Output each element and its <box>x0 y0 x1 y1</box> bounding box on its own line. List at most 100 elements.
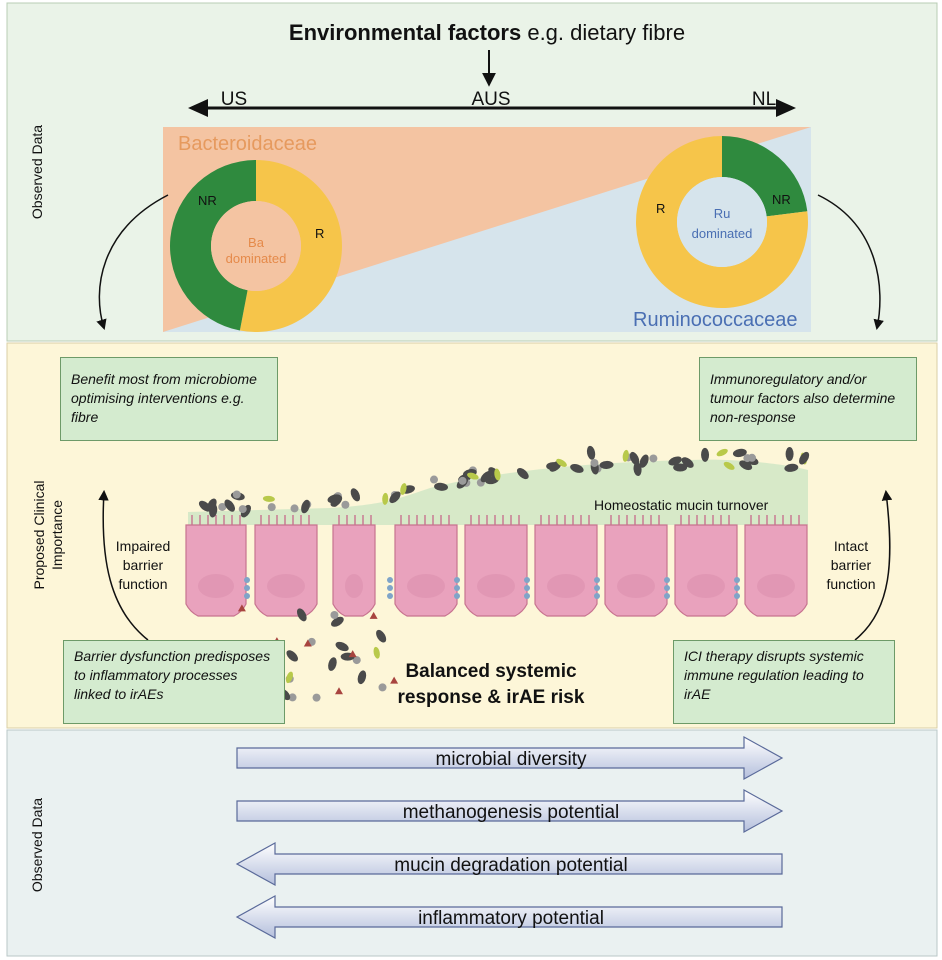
tight-junction <box>664 593 670 599</box>
tight-junction <box>244 593 250 599</box>
bacterium <box>673 463 688 472</box>
inflammatory-signal <box>303 639 312 647</box>
tight-junction <box>454 585 460 591</box>
bacterium <box>747 453 756 462</box>
balanced-response-line1: Balanced systemic <box>405 661 577 682</box>
tight-junction <box>387 593 393 599</box>
bacterium <box>633 462 642 477</box>
bacterium <box>296 608 307 622</box>
bacterium <box>218 502 227 511</box>
trend-arrow-4: inflammatory potential <box>235 894 783 940</box>
inflammatory-signal <box>390 676 399 684</box>
bacterium <box>373 646 380 659</box>
bacterium <box>480 470 493 483</box>
epithelial-cell <box>254 515 318 617</box>
bacterium <box>668 456 682 466</box>
donut-segment-r <box>239 160 342 332</box>
tight-junction <box>594 593 600 599</box>
bacteroidaceae-label: Bacteroidaceae <box>178 133 317 155</box>
tight-junction <box>454 593 460 599</box>
environmental-factors-title: Environmental factors e.g. dietary fibre <box>289 20 685 45</box>
left-donut-center-line1: Ba <box>248 235 265 250</box>
inflammatory-signal <box>348 650 357 658</box>
intact-barrier-line3: function <box>826 576 876 592</box>
box-bottom-right: ICI therapy disrupts systemic immune reg… <box>673 640 895 724</box>
tight-junction <box>454 577 460 583</box>
left-curved-arrow <box>96 194 169 331</box>
right-donut-center-line2: dominated <box>692 226 753 241</box>
inflammatory-signal <box>369 611 378 619</box>
right-curved-arrow <box>817 194 884 331</box>
bacterium <box>352 656 361 665</box>
bacterium <box>784 463 799 472</box>
epithelial-cell <box>464 515 528 617</box>
tight-junction <box>244 585 250 591</box>
bacterium <box>290 504 299 513</box>
bacterium <box>723 461 735 470</box>
bacterium <box>570 463 584 473</box>
country-axis-right-head <box>776 99 796 117</box>
bacterium <box>556 458 567 467</box>
country-axis-left-head <box>188 99 208 117</box>
tight-junction <box>524 585 530 591</box>
bacterium <box>378 683 387 692</box>
left-donut-chart <box>169 160 342 332</box>
bacterium <box>232 490 241 499</box>
trend-arrow-shape <box>235 894 783 940</box>
tight-junction <box>387 585 393 591</box>
left-donut-center-line2: dominated <box>226 251 287 266</box>
epithelial-cell <box>604 515 668 617</box>
bacterium <box>590 458 599 467</box>
tight-junction <box>664 577 670 583</box>
box-bottom-left: Barrier dysfunction predisposes to infla… <box>63 640 285 724</box>
bacteria-cluster <box>198 445 810 702</box>
trend-arrow-shape <box>235 841 783 887</box>
bacterium <box>341 500 350 509</box>
bacterium <box>785 447 794 462</box>
bacterium <box>716 448 728 457</box>
left-donut-r-label: R <box>315 226 324 241</box>
country-aus: AUS <box>471 89 510 110</box>
epithelial-cell <box>744 515 808 617</box>
trend-arrow-label: mucin degradation potential <box>394 855 627 876</box>
section-label-middle-line1: Proposed Clinical <box>31 480 47 590</box>
trend-arrow-1: microbial diversity <box>236 735 784 781</box>
epithelium <box>185 515 808 617</box>
trend-arrow-label: microbial diversity <box>436 749 587 770</box>
bacterium <box>335 641 349 652</box>
bacterium <box>262 495 275 502</box>
donut-segment-r <box>636 136 808 308</box>
bacterium <box>681 457 694 468</box>
epithelial-cell <box>185 515 247 617</box>
mucus-layer <box>188 459 808 525</box>
box-top-right: Immunoregulatory and/or tumour factors a… <box>699 357 917 441</box>
bacterium <box>382 492 389 505</box>
tight-junction <box>524 593 530 599</box>
tight-junction <box>594 577 600 583</box>
tight-junction <box>664 585 670 591</box>
tight-junction <box>594 585 600 591</box>
bacterium <box>328 657 337 671</box>
epithelial-cell <box>534 515 598 617</box>
bacterium <box>434 482 449 491</box>
bacterium <box>330 610 339 619</box>
bacterium <box>357 670 367 685</box>
donut-segment-nr <box>722 136 808 217</box>
section-label-middle: Proposed Clinical Importance <box>30 481 66 590</box>
inflammatory-signal <box>334 687 343 695</box>
donut-hole <box>677 177 767 267</box>
ruminococcaceae-label: Ruminococcaceae <box>633 309 798 331</box>
bacterium <box>701 447 710 462</box>
bacterium <box>312 693 321 702</box>
trend-arrow-2: methanogenesis potential <box>236 788 784 834</box>
bacterium <box>327 494 342 504</box>
bacterium <box>376 629 387 643</box>
trend-arrow-3: mucin degradation potential <box>235 841 783 887</box>
trend-arrow-label: inflammatory potential <box>418 908 604 929</box>
bacterium <box>494 468 501 481</box>
section-label-middle-line2: Importance <box>49 499 65 571</box>
donut-hole <box>211 201 301 291</box>
bacterium <box>267 503 276 512</box>
